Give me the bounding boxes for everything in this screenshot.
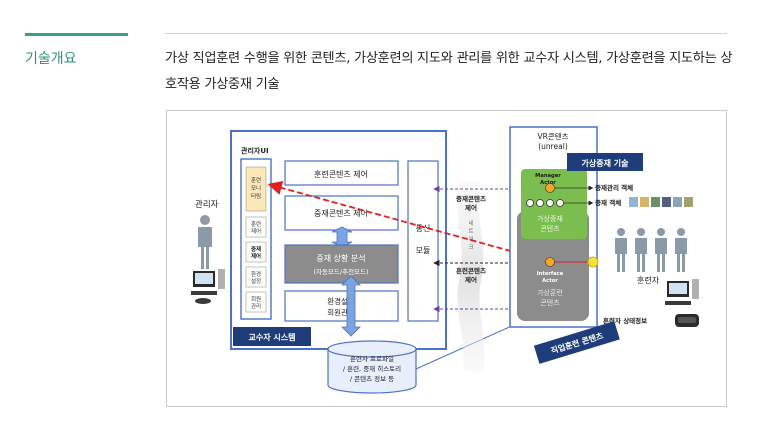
- trainee-pc-icon: [665, 279, 699, 305]
- trainee-figures: [615, 228, 687, 272]
- trainee-node: [587, 256, 599, 268]
- db-label: 훈련자 프로파일/ 훈련, 중재 히스토리/ 콘텐츠 정보 등: [343, 354, 401, 383]
- section-title: 기술개요: [25, 51, 77, 67]
- object-label: 중재 객체: [595, 198, 621, 207]
- content-rule: [165, 33, 727, 34]
- mgmt-object-label: 중재관리 객체: [595, 183, 633, 192]
- analysis-box: 중재 상황 분석 (자동모드/추천모드): [284, 244, 399, 284]
- trainee-database: 훈련자 프로파일/ 훈련, 중재 히스토리/ 콘텐츠 정보 등: [327, 340, 417, 394]
- section-rule: [25, 33, 128, 36]
- trainee-state-label: 훈련자 상태정보: [603, 316, 647, 325]
- instructor-system-badge: 교수자 시스템: [233, 327, 311, 346]
- training-control-label: 훈련콘텐츠 제어: [314, 169, 368, 179]
- intervention-tech-badge: 가상중재 기술: [567, 153, 643, 171]
- instructor-system-label: 교수자 시스템: [249, 332, 296, 342]
- admin-label: 관리자: [195, 199, 219, 210]
- admin-ui-title: 관리자UI: [241, 146, 269, 155]
- vr-title: VR콘텐츠(unreal): [537, 131, 568, 151]
- trainee-label: 훈련자: [637, 275, 660, 285]
- admin-figure: 관리자: [191, 199, 225, 304]
- interface-actor-node: [545, 257, 555, 267]
- tech-description: 가상 직업훈련 수행을 위한 콘텐츠, 가상훈련의 지도와 관리를 위한 교수자…: [165, 51, 733, 92]
- manager-actor-node: [545, 183, 555, 193]
- object-thumbnails: [629, 197, 693, 207]
- training-control-box: 훈련콘텐츠 제어: [284, 160, 399, 186]
- intervention-control-box: 중재콘텐츠 제어: [284, 195, 399, 231]
- analysis-subtitle: (자동모드/추천모드): [313, 267, 368, 276]
- intervention-object-nodes: [526, 199, 564, 207]
- monitoring-arrow: [267, 180, 551, 266]
- vr-headset-icon: [675, 314, 699, 327]
- intervention-tech-label: 가상중재 기술: [582, 158, 630, 168]
- analysis-title: 중재 상황 분석: [316, 253, 365, 263]
- db-link-arrow: [341, 275, 361, 337]
